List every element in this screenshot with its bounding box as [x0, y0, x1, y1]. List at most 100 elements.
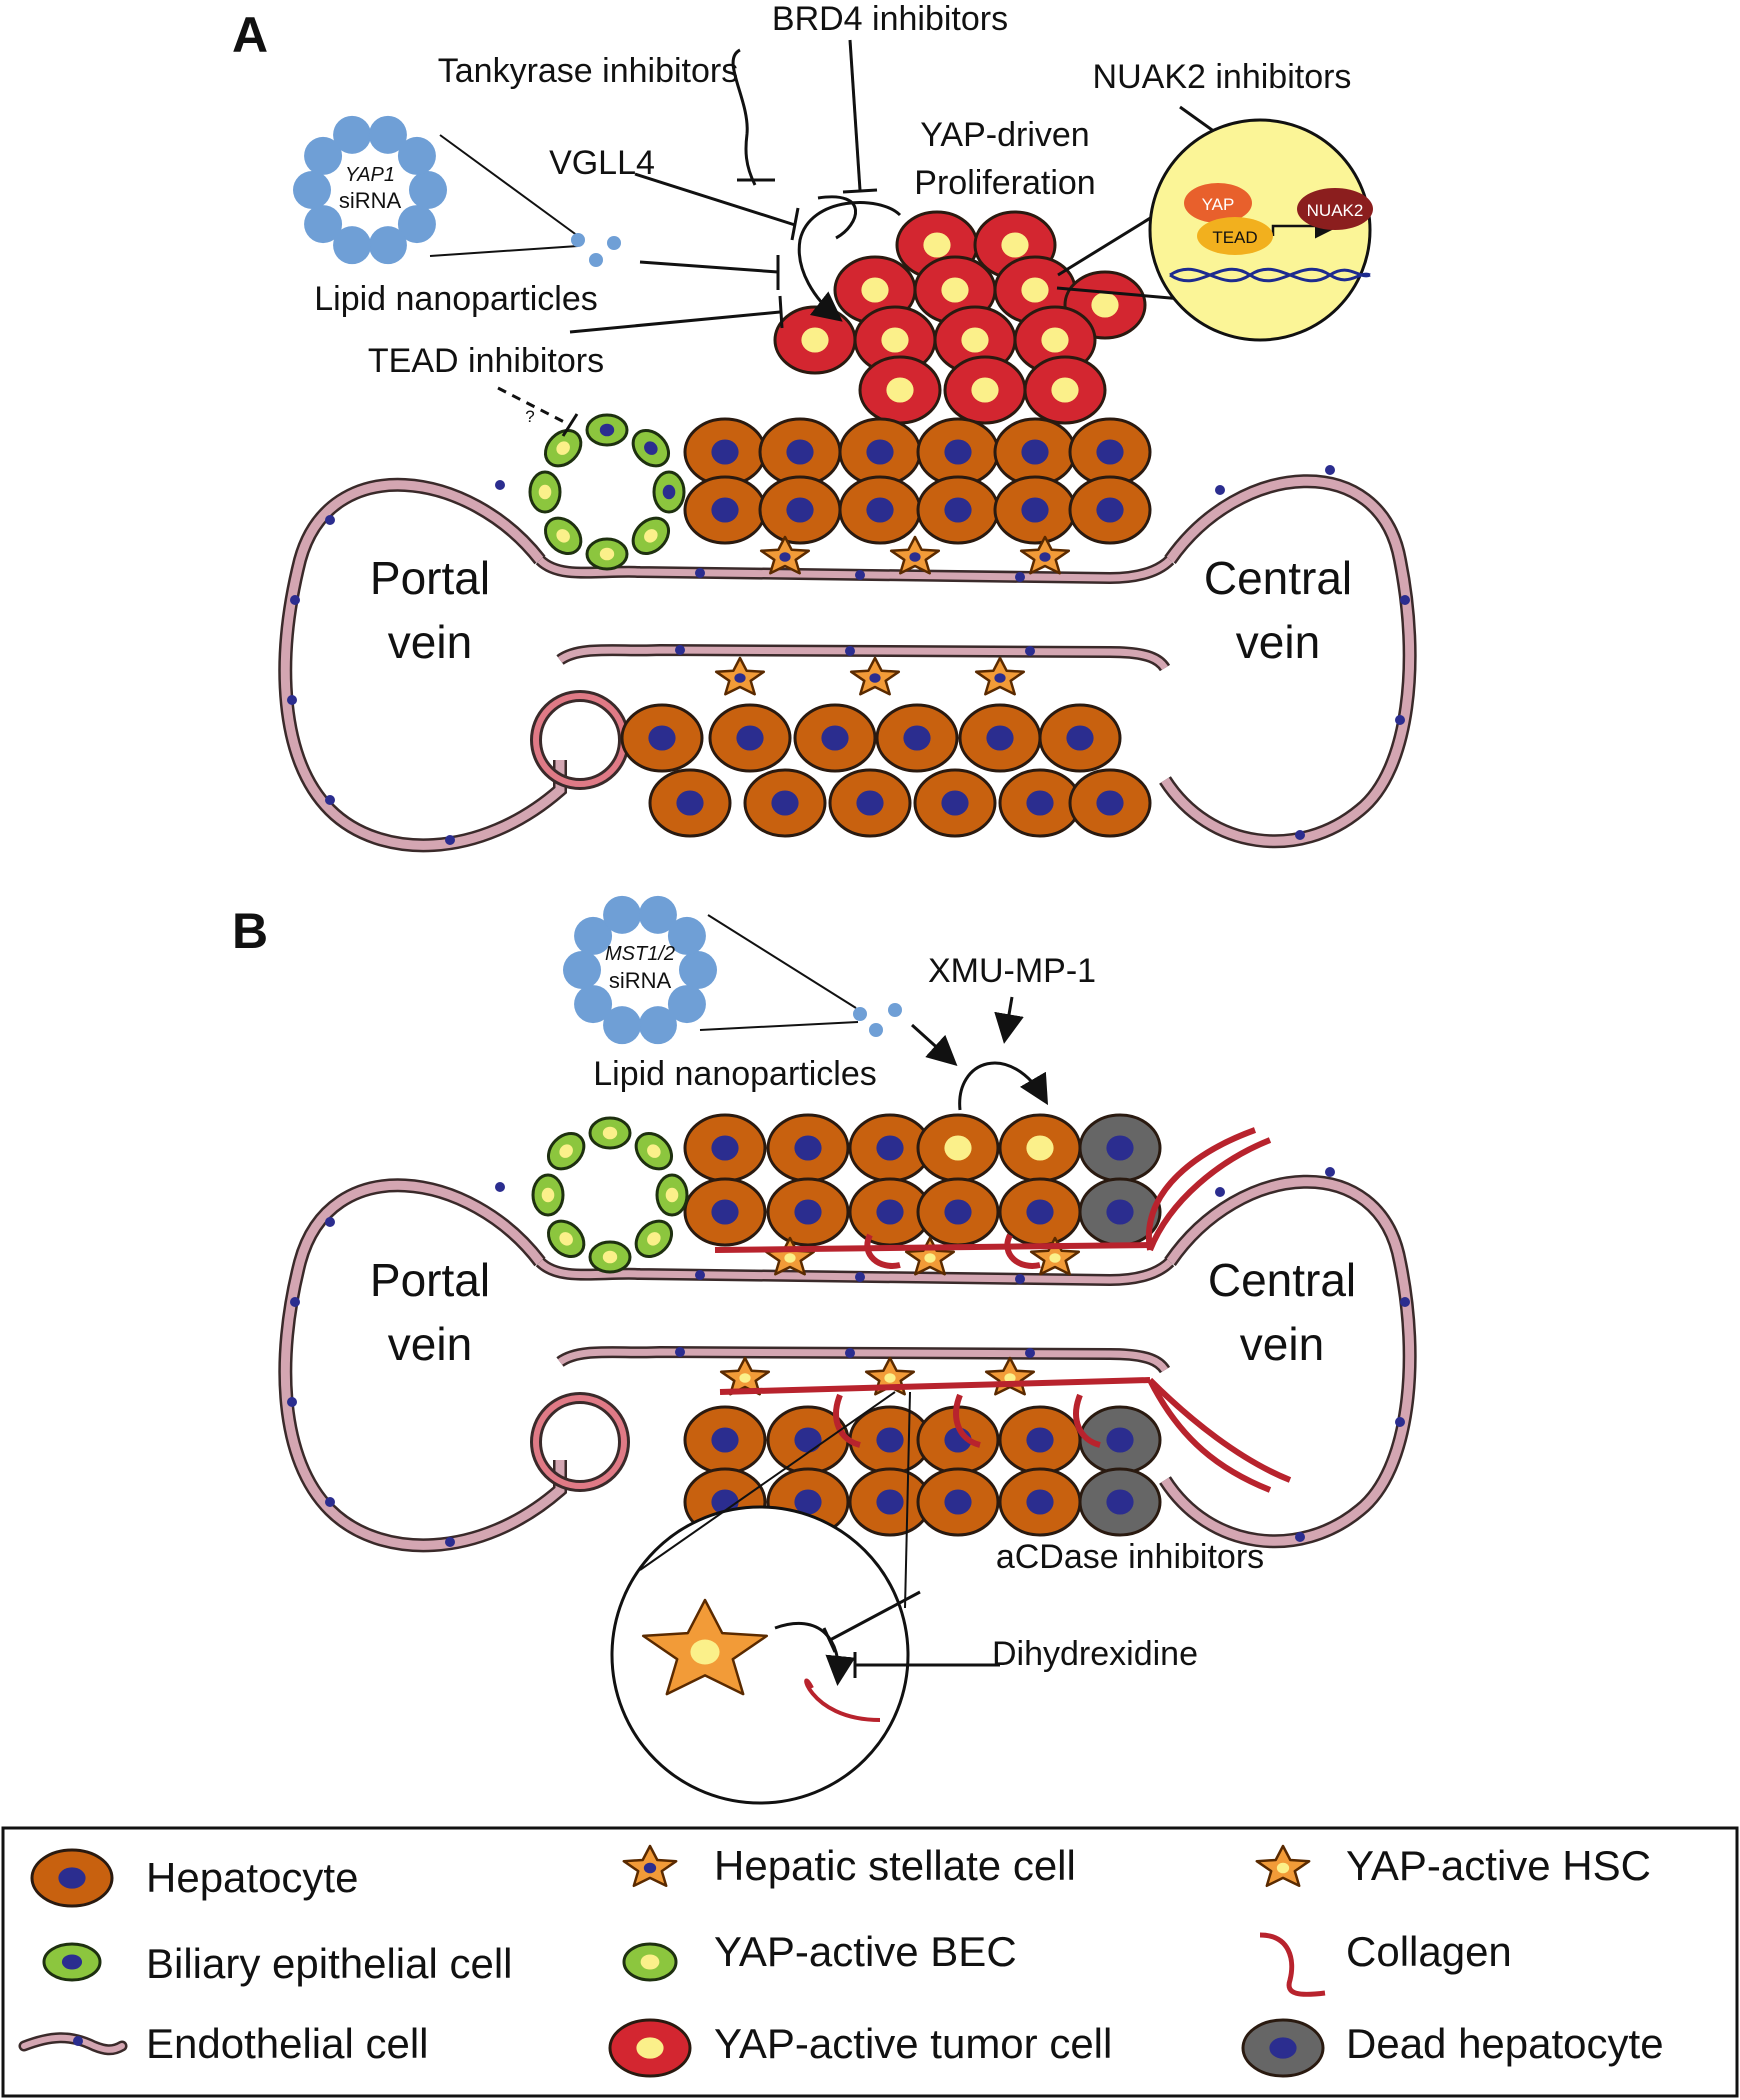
yap-active-bec: [543, 516, 583, 556]
inset-tead-label: TEAD: [1212, 228, 1257, 247]
panel-b-letter: B: [232, 903, 268, 959]
legend-hepatocyte: Hepatocyte: [146, 1854, 358, 1901]
biliary-epithelial-cell: [585, 413, 629, 447]
tankyrase-inhibitors-label: Tankyrase inhibitors: [438, 52, 738, 90]
panel-b: B Portal vein Central vein: [232, 895, 1417, 1805]
panel-a: A Portal vein Central vei: [232, 0, 1417, 853]
central-vein-label-a-2: vein: [1236, 616, 1320, 668]
endothelial-nuclei-b: [287, 1167, 1410, 1547]
yap-active-bec: [588, 1116, 632, 1150]
hepatocyte: [998, 1467, 1082, 1537]
inset-hsc-cell: [641, 1598, 769, 1696]
inset-yap-active-hsc: [641, 1598, 769, 1696]
yap1-sirna-nanoparticle: [293, 115, 447, 265]
yap-active-bec: [531, 1173, 565, 1217]
xmu-mp-1-label: XMU-MP-1: [928, 952, 1096, 990]
hepatocyte: [875, 703, 959, 773]
hepatic-stellate-cell: [849, 656, 901, 696]
portal-vein-label-b-2: vein: [388, 1318, 472, 1370]
yap-active-bec: [543, 428, 583, 468]
hepatocyte: [683, 475, 767, 545]
yap-active-hepatocyte: [916, 1113, 1000, 1183]
hepatocyte: [1068, 417, 1152, 487]
hepatic-stellate-cell: [974, 656, 1026, 696]
yap-active-bec: [588, 1240, 632, 1274]
hepatocyte: [793, 703, 877, 773]
lipid-nanoparticles-label-a: Lipid nanoparticles: [314, 280, 598, 318]
yap-driven-label: YAP-driven: [920, 116, 1089, 154]
hepatocyte: [838, 475, 922, 545]
yap-active-bec: [655, 1173, 689, 1217]
central-vein-label-b-2: vein: [1240, 1318, 1324, 1370]
hepatocyte: [683, 417, 767, 487]
yap-active-hsc: [719, 1356, 771, 1396]
legend-collagen-icon: [1259, 1932, 1326, 1997]
legend-yap-tumor: YAP-active tumor cell: [714, 2020, 1112, 2067]
hepatocyte: [993, 417, 1077, 487]
legend-bec: Biliary epithelial cell: [146, 1940, 513, 1987]
hepatocyte: [708, 703, 792, 773]
yap-active-bec: [634, 1219, 674, 1259]
hepatocyte: [998, 768, 1082, 838]
acdase-inhibitors-label: aCDase inhibitors: [996, 1538, 1264, 1576]
legend-yap-hsc: YAP-active HSC: [1346, 1842, 1651, 1889]
yap-active-bec: [546, 1219, 586, 1259]
hepatocyte: [683, 1177, 767, 1247]
hepatocyte: [683, 1113, 767, 1183]
mst12-sirna-nanoparticle: [563, 895, 717, 1045]
legend-collagen: Collagen: [1346, 1928, 1512, 1975]
yap-active-bec: [622, 1942, 678, 1982]
hepatocyte: [838, 417, 922, 487]
legend-hepatocyte-icon: [30, 1848, 114, 1908]
hepatocyte: [766, 1177, 850, 1247]
yap-active-hsc: [904, 1236, 956, 1276]
legend-yap-tumor-icon: [608, 2018, 692, 2078]
cells-a: [528, 210, 1152, 838]
endothelial-nuclei-a: [287, 465, 1410, 845]
activation-arrows-b: [910, 996, 1049, 1111]
portal-vein-label-a-1: Portal: [370, 552, 490, 604]
hepatocyte: [993, 475, 1077, 545]
nuak2-inhibitors-label: NUAK2 inhibitors: [1093, 58, 1352, 96]
legend-yap-hsc-icon: [1255, 1844, 1311, 1888]
hepatocyte: [916, 417, 1000, 487]
hepatocyte: [758, 475, 842, 545]
yap-active-hsc: [984, 1356, 1036, 1396]
inset-yap-label: YAP: [1202, 195, 1235, 214]
collagen-fibres-b: [714, 1127, 1292, 1493]
yap-active-hsc: [1029, 1236, 1081, 1276]
brd4-inhibitors-label: BRD4 inhibitors: [772, 0, 1008, 38]
panel-a-letter: A: [232, 7, 268, 63]
hepatocyte: [848, 1113, 932, 1183]
yap-active-bec: [528, 470, 562, 514]
legend-dead: Dead hepatocyte: [1346, 2020, 1664, 2067]
lipid-nanoparticle-dot: [571, 233, 585, 247]
yap-active-bec: [631, 516, 671, 556]
yap-active-tumor-cell: [943, 355, 1027, 425]
legend-endothelial-icon: [18, 2032, 128, 2056]
yap-tead-nuak2-inset: [1148, 118, 1373, 342]
mst12-gene-label: MST1/2: [605, 943, 675, 965]
cells-b: [531, 1113, 1162, 1537]
hepatic-stellate-cell: [714, 656, 766, 696]
hepatocyte: [916, 475, 1000, 545]
yap-active-bec: [585, 537, 629, 571]
yap-active-tumor-cell: [858, 355, 942, 425]
yap-protein: [1184, 183, 1252, 223]
portal-vein-label-a-2: vein: [388, 616, 472, 668]
yap-active-bec: [546, 1131, 586, 1171]
tead-inhibitors-label: TEAD inhibitors: [368, 342, 604, 380]
nuak2-protein: [1297, 188, 1373, 230]
yap-active-bec: [634, 1131, 674, 1171]
hepatic-stellate-cell: [759, 535, 811, 575]
hepatocyte: [958, 703, 1042, 773]
yap1-sirna-label: siRNA: [339, 188, 402, 213]
legend-hsc: Hepatic stellate cell: [714, 1842, 1076, 1889]
hepatocyte: [916, 1177, 1000, 1247]
hepatocyte: [620, 703, 704, 773]
vessel-a: [278, 474, 1417, 853]
tead-bec-dashed-inhibition: [497, 386, 571, 427]
legend-yap-bec: YAP-active BEC: [714, 1928, 1017, 1975]
proliferation-label: Proliferation: [914, 164, 1095, 202]
biliary-epithelial-cell: [652, 470, 686, 514]
